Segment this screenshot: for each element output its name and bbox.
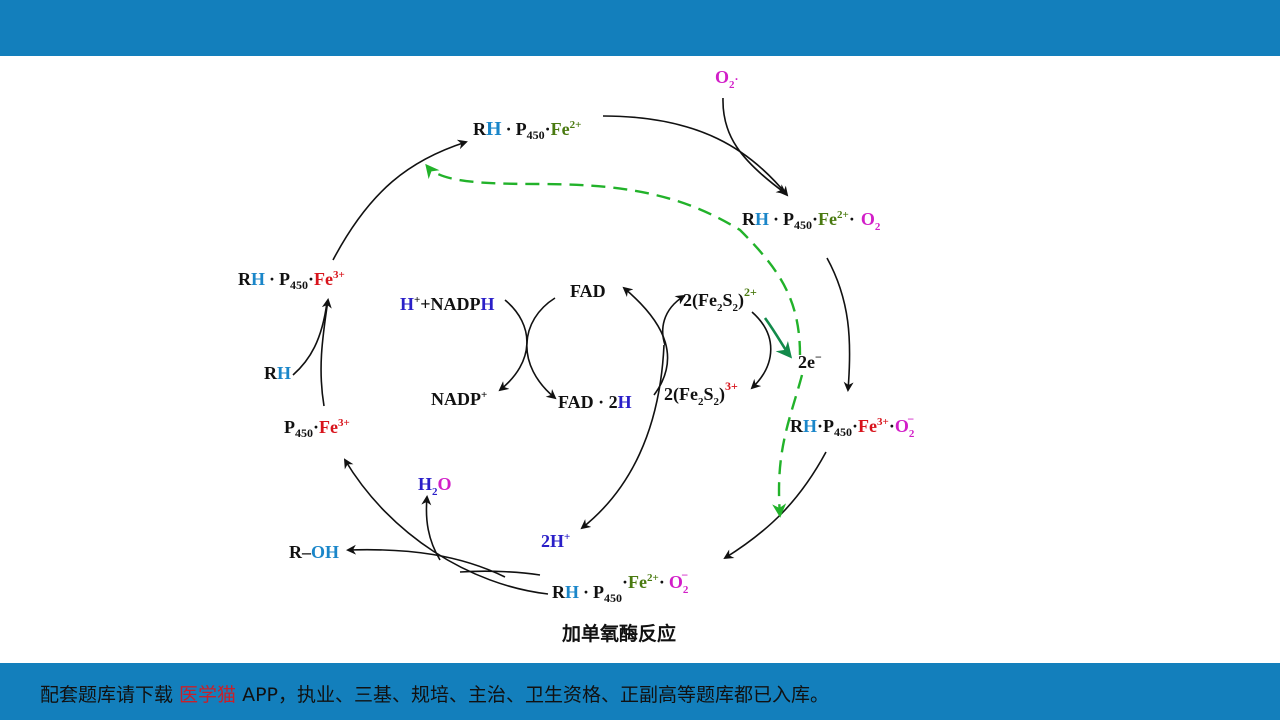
label-rh-p450-fe3-o2-minus: RH·P450·Fe3+·O2− [790, 412, 915, 440]
label-rh-p450-fe3-left: RH·P450·Fe3+ [238, 269, 345, 292]
arrow-nadph-to-nadp [498, 299, 528, 392]
label-2e-minus: 2e− [798, 350, 822, 372]
label-fad-2h: FAD · 2H [558, 392, 632, 412]
arrow-fe-red-to-ox [661, 294, 686, 346]
dashed-electron-path-lower [772, 374, 804, 518]
arrow-rh-in [292, 301, 328, 376]
arrow-fe-ox-to-red [750, 311, 772, 390]
label-rh-substrate: RH [264, 363, 291, 383]
arrow-right-upper-to-right-lower [826, 257, 854, 392]
arrow-right-lower-to-bottom [723, 451, 827, 560]
arrow-fad-to-fad2h [526, 297, 557, 400]
top-banner [0, 0, 1280, 56]
arrow-o2-in [722, 97, 787, 195]
label-2h-plus: 2H+ [541, 531, 570, 551]
arrow-to-roh [346, 544, 506, 578]
arrow-electron-transfer [763, 317, 793, 359]
arrow-top-to-right-upper [602, 115, 789, 197]
footer-brand-link[interactable]: 医学猫 [179, 684, 237, 706]
label-o2-top: O2· [715, 67, 739, 91]
bottom-banner [0, 663, 1280, 720]
footer-prefix: 配套题库请下载 [40, 684, 180, 706]
label-rh-p450-fe2-o2: RH·P450·Fe2+·O2 [742, 209, 881, 233]
arrow-left-upper-to-top [332, 139, 468, 261]
label-rh-p450-fe2-o2-minus-bottom: RH·P450·Fe2+·O2− [552, 568, 689, 605]
label-h2o: H2O [418, 474, 452, 498]
arrow-2h-plus-in [459, 570, 541, 576]
arrow-to-2h-plus [580, 344, 665, 530]
diagram-caption: 加单氧酶反应 [561, 622, 676, 645]
label-rh-p450-fe2-top: RH·P450·Fe2+ [473, 118, 581, 142]
dashed-electron-path-upper [425, 163, 802, 356]
label-nadp-plus: NADP+ [431, 389, 487, 409]
footer-notice: 配套题库请下载 医学猫 APP，执业、三基、规培、主治、卫生资格、正副高等题库都… [40, 680, 829, 707]
label-r-oh: R–OH [289, 542, 339, 562]
arrow-bottom-to-left-lower [343, 458, 549, 595]
label-p450-fe3: P450·Fe3+ [284, 417, 350, 440]
footer-suffix: APP，执业、三基、规培、主治、卫生资格、正副高等题库都已入库。 [236, 684, 830, 706]
label-fe2s2-reduced: 2(Fe2S2)3+ [664, 379, 738, 408]
label-h-nadph: H++NADPH [400, 294, 495, 314]
label-fad: FAD [570, 281, 606, 301]
arrow-fad2h-to-fad [622, 286, 669, 396]
label-fe2s2-oxidized: 2(Fe2S2)2+ [683, 285, 757, 314]
